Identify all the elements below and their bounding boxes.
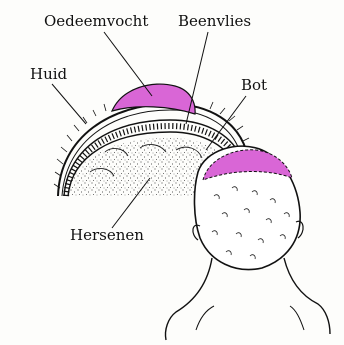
label-bot: Bot: [241, 78, 267, 93]
leader-huid: [52, 84, 86, 124]
oedema-swelling: [112, 84, 195, 114]
label-beenvlies: Beenvlies: [178, 14, 251, 29]
label-hersenen: Hersenen: [70, 228, 144, 243]
label-huid: Huid: [30, 67, 67, 82]
label-oedeemvocht: Oedeemvocht: [44, 14, 148, 29]
leader-oedeemvocht: [104, 32, 152, 96]
